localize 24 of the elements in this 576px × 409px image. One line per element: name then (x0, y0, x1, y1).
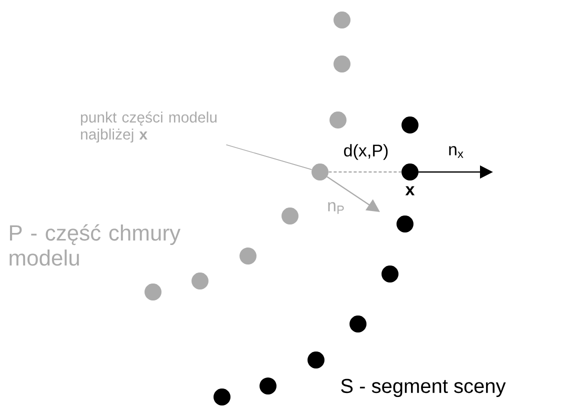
point-dot (350, 315, 366, 332)
edge-label: n$_{x}$ (449, 146, 464, 158)
point-dot (214, 388, 230, 406)
point-dot (192, 272, 208, 290)
callout-text: punkt części modelu najbliżej x (80, 111, 217, 143)
region-label: P - część chmury modelu (10, 224, 180, 266)
point-dot (396, 216, 414, 232)
edge-label: d(x,P) (344, 144, 388, 160)
point-dot (334, 12, 350, 28)
point-dot (308, 351, 324, 368)
leader-line (226, 144, 312, 170)
point-label: x (405, 186, 415, 196)
point-dot (240, 247, 256, 264)
point-dot (402, 164, 418, 180)
edge-label: n$_{P}$ (328, 202, 344, 214)
point-dot (402, 116, 418, 134)
point-dot (334, 56, 350, 72)
point-dot (144, 283, 162, 300)
point-dot (260, 377, 276, 394)
point-dot (330, 112, 346, 128)
region-label: S - segment sceny (341, 378, 506, 398)
point-dot (382, 265, 398, 282)
point-dot (312, 164, 328, 180)
point-dot (282, 207, 298, 224)
